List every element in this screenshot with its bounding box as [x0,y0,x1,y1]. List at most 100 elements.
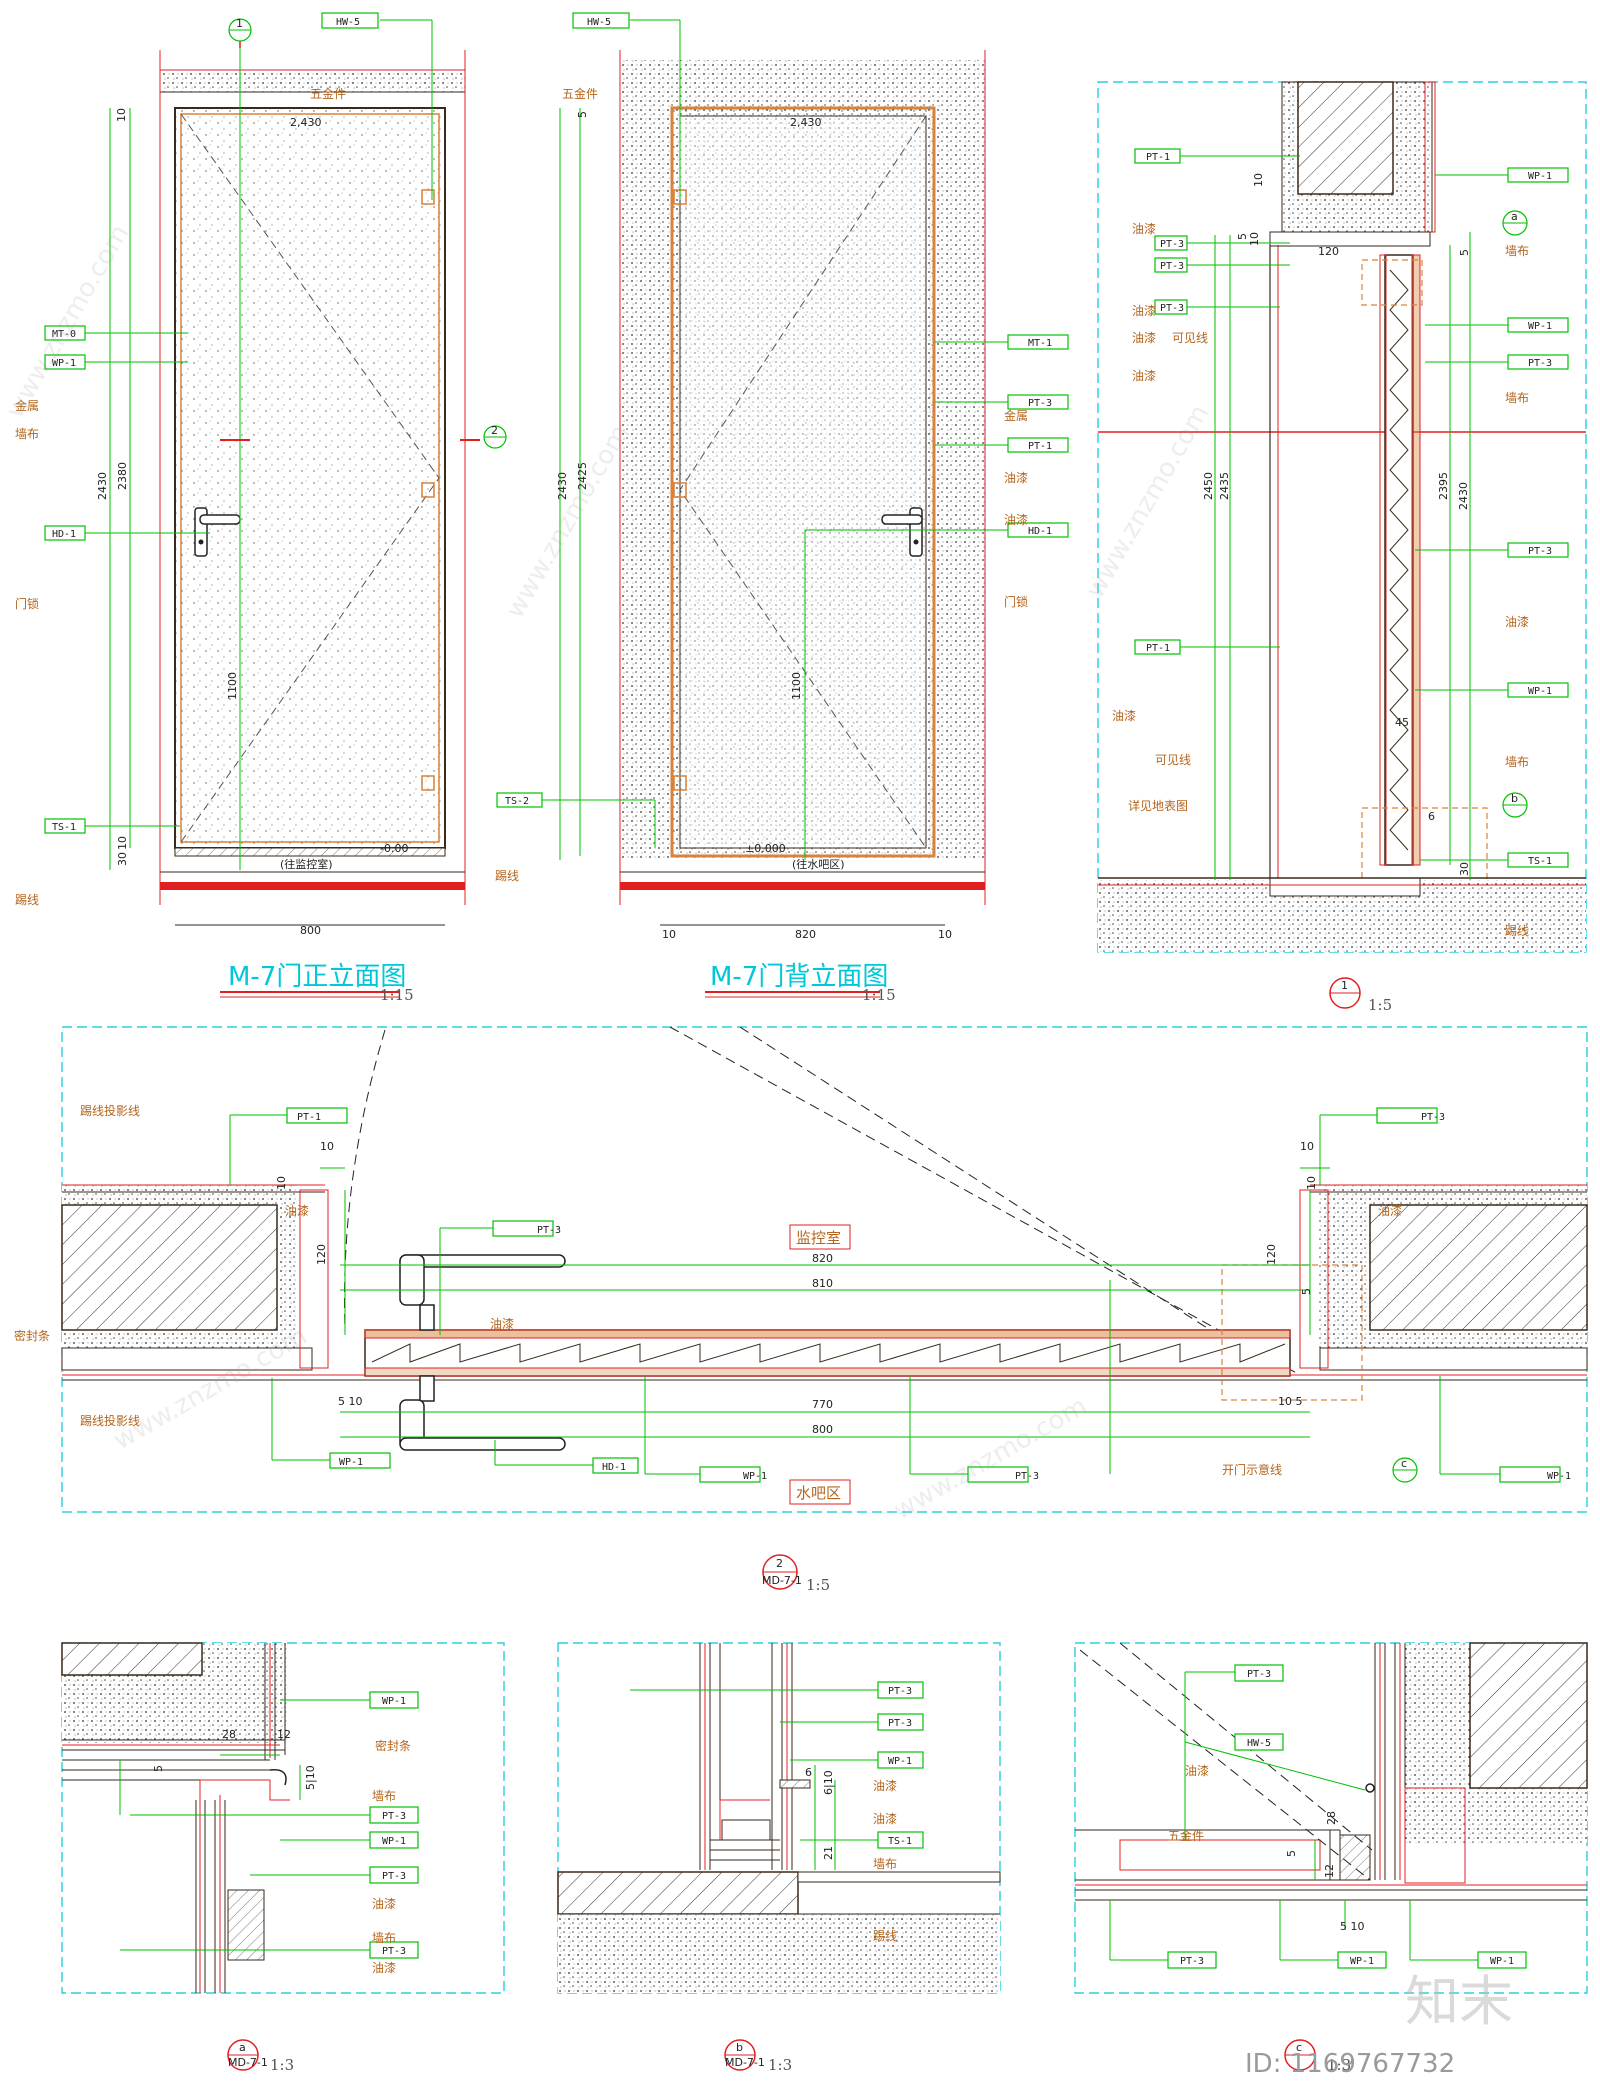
tag-p2-pt3-b: PT-3 [1015,1471,1039,1482]
dim-p2-m: 10 5 [1278,1395,1303,1408]
note-s1-paint-b: 油漆 [1132,304,1156,318]
note-dc-hardware: 五金件 [1168,1828,1204,1843]
detail-marker-b: b [1502,792,1528,818]
plan-left-wall [61,1204,278,1331]
tag-p2-wp1-right: WP-1 [1547,1471,1571,1482]
detail-a-label: a MD-7-1 1:3 [227,2039,294,2074]
svg-text:2: 2 [776,1557,783,1570]
dim-front-handle: 1100 [226,672,239,700]
detail-marker-a: a [1502,210,1528,236]
tag-hd1: HD-1 [52,529,76,540]
tag-box [321,12,379,29]
note-lock: 门锁 [15,596,39,611]
dim-p2-f: 5 10 [338,1395,363,1408]
dim-front-width: 800 [300,924,321,937]
note-s1-kickline: 踢线 [1505,924,1529,938]
dim-s1-j: 45 [1395,716,1409,729]
note-da-seal: 密封条 [375,1738,411,1753]
tag-p2-pt3-right: PT-3 [1421,1112,1445,1123]
dim-back-2430h: 2,430 [790,116,822,129]
note-dc-paint: 油漆 [1185,1764,1209,1778]
svg-text:c: c [1401,1457,1407,1470]
note-da-paint-b: 油漆 [372,1961,396,1975]
hinge-pin-icon [1365,1783,1375,1793]
detail-b-label: b MD-7-1 1:3 [724,2039,792,2074]
tag-s1-pt3-c: PT-3 [1160,303,1184,314]
detail-c: PT-3 HW-5 PT-3 WP-1 WP-1 油漆 五金件 28 5 12 … [1074,1642,1588,2074]
dim-s1-e: 5 [1458,249,1471,256]
dim-back-handle: 1100 [790,672,803,700]
dim-front-base: 30 [116,852,129,866]
dim-s1-a: 10 [1252,173,1265,187]
svg-text:2: 2 [491,424,498,437]
back-elevation-title: M-7门背立面图 [710,962,888,992]
room-monitor: 监控室 [796,1229,841,1247]
dim-s1-h: 2395 [1437,472,1450,500]
dim-p2-a: 10 [320,1140,334,1153]
door-swing-arc [344,1029,386,1331]
dim-p2-k: 120 [1265,1244,1278,1265]
note-p2-paint-right: 油漆 [1378,1204,1402,1218]
dim-s1-i: 2430 [1457,482,1470,510]
tag-p2-hd1: HD-1 [602,1462,626,1473]
plan-2-scale: 1:5 [806,1576,830,1594]
section-1-core-zigzag [1389,269,1409,851]
seal-strip-icon [269,1769,287,1786]
dim-front-leaf: 2380 [116,462,129,490]
tag-ts2-back: TS-2 [505,796,529,807]
tag-s1-pt3-e: PT-3 [1528,546,1552,557]
tag-hw5-back: HW-5 [587,17,611,28]
dim-s1-d: 120 [1318,245,1339,258]
door-swing-lines-back [679,115,927,849]
section-1-label: 1 1:5 [1329,977,1392,1014]
tag-pt3-back: PT-3 [1028,398,1052,409]
detail-c-label: c 1:3 [1284,2039,1351,2074]
detail-a-scale: 1:3 [270,2056,294,2074]
note-da-paint: 油漆 [372,1897,396,1911]
room-label-back: (往水吧区) [792,857,845,871]
tag-db-wp1: WP-1 [888,1756,912,1767]
note-p2-paint-door: 油漆 [490,1317,514,1331]
dim-s1-c: 10 [1248,232,1261,246]
room-water-bar: 水吧区 [796,1484,841,1502]
tag-da-wp1: WP-1 [382,1696,406,1707]
note-lock-back: 门锁 [1004,594,1028,609]
tag-s1-pt3-d: PT-3 [1528,358,1552,369]
section-1-scale: 1:5 [1368,996,1392,1014]
hinge-icon [673,482,687,498]
threshold-strip-icon [779,1779,811,1789]
svg-text:www.znzmo.com: www.znzmo.com [1080,400,1215,604]
svg-text:a: a [239,2041,246,2054]
hinge-icon [673,775,687,791]
note-kickline-2: 踢线 [495,869,519,883]
section-1-head-block [1297,81,1394,195]
note-s1-paint-d: 油漆 [1132,369,1156,383]
note-p2-kick-projection-b: 踢线投影线 [80,1413,140,1428]
tag-mt0: MT-0 [52,329,76,340]
svg-text:MD-7-1: MD-7-1 [762,1574,802,1587]
svg-text:MD-7-1: MD-7-1 [725,2056,765,2069]
dim-db-b: 6|10 [822,1770,835,1795]
dim-s1-g: 2435 [1218,472,1231,500]
back-floor-band [620,882,985,890]
plan-2-label: 2 MD-7-1 1:5 [762,1554,830,1594]
tag-dc-hw5: HW-5 [1247,1738,1271,1749]
detail-b-scale: 1:3 [768,2056,792,2074]
dim-front-total: 2430 [96,472,109,500]
note-metal: 金属 [15,398,39,413]
back-elevation-scale: 1:15 [862,986,896,1004]
note-s1-paint-c: 油漆 [1132,331,1156,345]
detail-marker-c: c [1392,1457,1418,1483]
note-db-paint-b: 油漆 [873,1812,897,1826]
note-s1-paint-e: 油漆 [1505,615,1529,629]
tag-ts1: TS-1 [52,822,76,833]
tag-pt1-back: PT-1 [1028,441,1052,452]
dim-p2-c: 120 [315,1244,328,1265]
dim-back-top: 5 [576,111,589,118]
tag-db-pt3: PT-3 [888,1686,912,1697]
svg-text:b: b [1511,792,1518,805]
front-elevation-title: M-7门正立面图 [228,962,406,992]
section-marker-1: 1 [228,17,252,42]
